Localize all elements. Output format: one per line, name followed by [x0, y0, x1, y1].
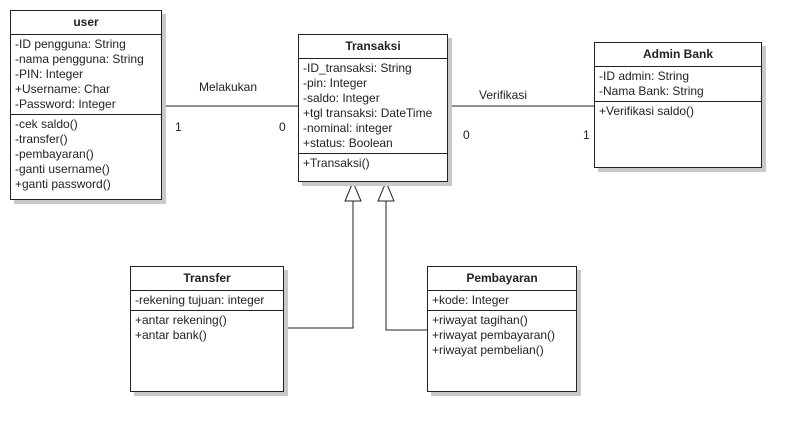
- class-user-attributes: -ID pengguna: String -nama pengguna: Str…: [11, 35, 161, 115]
- generalization-pembayaran-arrowhead: [377, 180, 395, 202]
- attribute: -PIN: Integer: [15, 67, 84, 81]
- class-transaksi-methods: +Transaksi(): [299, 154, 447, 173]
- class-transfer-attributes: -rekening tujuan: integer: [131, 291, 283, 311]
- multiplicity-user-side: 1: [175, 120, 182, 134]
- method: +Verifikasi saldo(): [599, 104, 695, 118]
- method: +Transaksi(): [303, 156, 370, 170]
- method: -ganti username(): [15, 162, 110, 176]
- attribute: +status: Boolean: [303, 136, 393, 150]
- attribute: -saldo: Integer: [303, 91, 380, 105]
- generalization-pembayaran-line: [385, 201, 427, 331]
- class-user-methods: -cek saldo() -transfer() -pembayaran() -…: [11, 115, 161, 194]
- attribute: +Username: Char: [15, 82, 111, 96]
- method: +riwayat tagihan(): [432, 313, 528, 327]
- attribute: -Password: Integer: [15, 97, 116, 111]
- method: +antar rekening(): [135, 313, 227, 327]
- multiplicity-transaksi-side-right: 0: [463, 128, 470, 142]
- class-transaksi[interactable]: Transaksi -ID_transaksi: String -pin: In…: [298, 34, 448, 182]
- generalization-transfer-line: [284, 201, 354, 329]
- method: +riwayat pembayaran(): [432, 328, 556, 342]
- multiplicity-admin-side: 1: [583, 128, 590, 142]
- method: +ganti password(): [15, 177, 111, 191]
- class-pembayaran-name: Pembayaran: [428, 267, 576, 291]
- attribute: -rekening tujuan: integer: [135, 293, 265, 307]
- attribute: -pin: Integer: [303, 76, 368, 90]
- multiplicity-transaksi-side-left: 0: [279, 120, 286, 134]
- class-pembayaran[interactable]: Pembayaran +kode: Integer +riwayat tagih…: [427, 266, 577, 392]
- class-transfer-name: Transfer: [131, 267, 283, 291]
- generalization-transfer-arrowhead: [344, 180, 362, 202]
- class-pembayaran-attributes: +kode: Integer: [428, 291, 576, 311]
- class-admin-bank[interactable]: Admin Bank -ID admin: String -Nama Bank:…: [594, 42, 762, 168]
- class-admin-bank-name: Admin Bank: [595, 43, 761, 67]
- method: -transfer(): [15, 132, 68, 146]
- method: +riwayat pembelian(): [432, 343, 544, 357]
- method: +antar bank(): [135, 328, 207, 342]
- attribute: +kode: Integer: [432, 293, 510, 307]
- class-user-name: user: [11, 11, 161, 35]
- class-pembayaran-methods: +riwayat tagihan() +riwayat pembayaran()…: [428, 311, 576, 360]
- attribute: -ID admin: String: [599, 69, 690, 83]
- class-transfer[interactable]: Transfer -rekening tujuan: integer +anta…: [130, 266, 284, 392]
- attribute: -Nama Bank: String: [599, 84, 704, 98]
- class-transaksi-attributes: -ID_transaksi: String -pin: Integer -sal…: [299, 59, 447, 154]
- class-user[interactable]: user -ID pengguna: String -nama pengguna…: [10, 10, 162, 200]
- class-transfer-methods: +antar rekening() +antar bank(): [131, 311, 283, 345]
- attribute: -nominal: integer: [303, 121, 393, 135]
- class-admin-bank-attributes: -ID admin: String -Nama Bank: String: [595, 67, 761, 102]
- method: -pembayaran(): [15, 147, 94, 161]
- attribute: -ID pengguna: String: [15, 37, 126, 51]
- attribute: -ID_transaksi: String: [303, 61, 412, 75]
- class-transaksi-name: Transaksi: [299, 35, 447, 59]
- attribute: -nama pengguna: String: [15, 52, 144, 66]
- attribute: +tgl transaksi: DateTime: [303, 106, 433, 120]
- association-melakukan-label: Melakukan: [199, 80, 258, 94]
- method: -cek saldo(): [15, 117, 78, 131]
- association-verifikasi-label: Verifikasi: [479, 88, 528, 102]
- class-admin-bank-methods: +Verifikasi saldo(): [595, 102, 761, 121]
